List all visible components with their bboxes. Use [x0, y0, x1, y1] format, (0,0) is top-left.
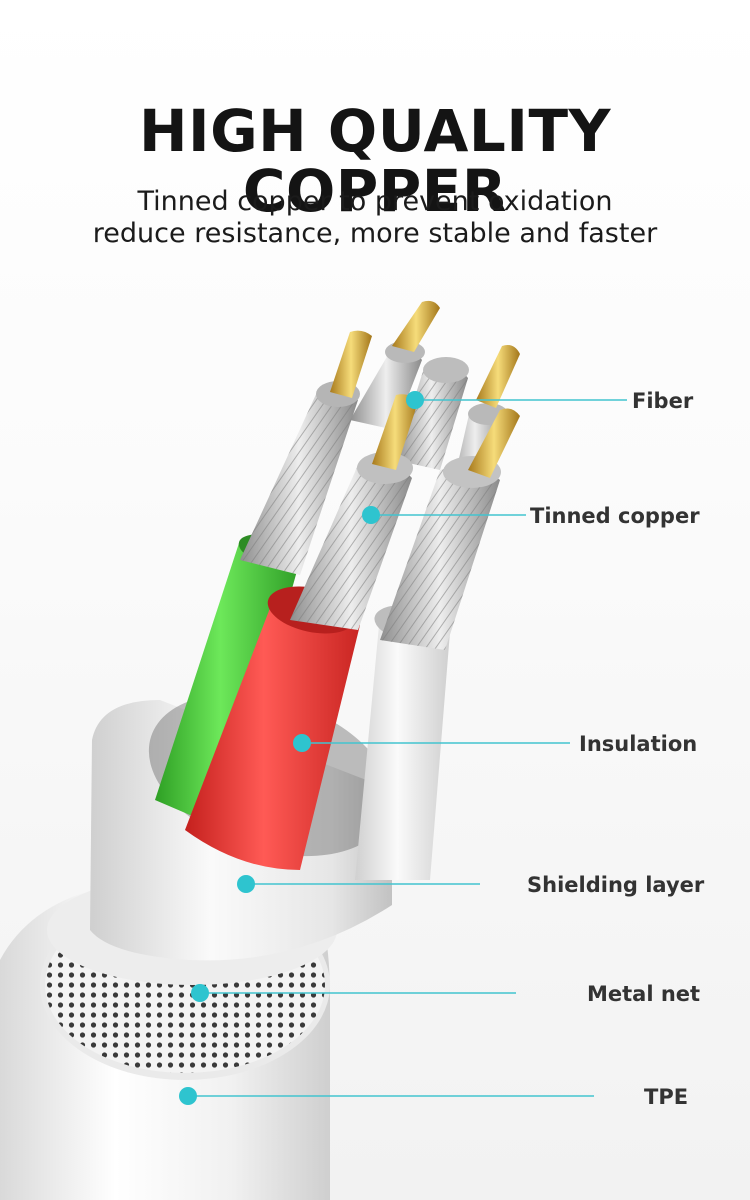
callout-dot-fiber	[406, 391, 424, 409]
callout-label-shielding-layer: Shielding layer	[527, 873, 705, 897]
headline-line-2: COPPER	[242, 156, 508, 225]
callout-dot-tpe	[179, 1087, 197, 1105]
subtitle-line-2: reduce resistance, more stable and faste…	[92, 218, 658, 249]
copper-tips	[330, 300, 520, 478]
headline-line-1: HIGH QUALITY	[138, 96, 612, 165]
callout-dot-insulation	[293, 734, 311, 752]
callout-dot-tinned-copper	[362, 506, 380, 524]
subtitle: Tinned copper to prevent oxidation reduc…	[0, 186, 750, 250]
callout-lines	[188, 399, 627, 1097]
tinned-copper-strands	[240, 341, 508, 650]
subtitle-line-1: Tinned copper to prevent oxidation	[137, 186, 613, 217]
callout-dots	[179, 391, 424, 1105]
callout-label-tinned-copper: Tinned copper	[530, 504, 700, 528]
callout-label-insulation: Insulation	[579, 732, 698, 756]
callout-label-tpe: TPE	[644, 1085, 689, 1109]
callout-dot-metal-net	[191, 984, 209, 1002]
callout-label-metal-net: Metal net	[587, 982, 701, 1006]
headline: HIGH QUALITY COPPER	[0, 101, 750, 221]
callout-dot-shielding-layer	[237, 875, 255, 893]
callout-label-fiber: Fiber	[632, 389, 694, 413]
